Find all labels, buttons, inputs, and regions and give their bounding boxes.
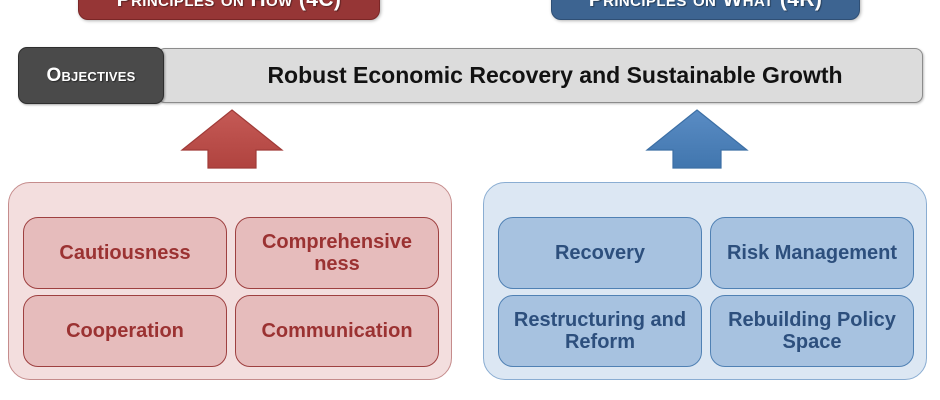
card-cooperation[interactable]: Cooperation — [23, 295, 227, 367]
group-header-principles-on-what: Principles on What (4R) — [551, 0, 860, 20]
card-comprehensiveness[interactable]: Comprehensive ness — [235, 217, 439, 289]
group-panel-principles-on-how: Cautiousness Comprehensive ness Cooperat… — [8, 182, 452, 380]
card-label: Comprehensive ness — [261, 230, 413, 275]
card-communication[interactable]: Communication — [235, 295, 439, 367]
objectives-badge: Objectives — [18, 47, 164, 104]
card-grid-how: Cautiousness Comprehensive ness Cooperat… — [23, 217, 439, 367]
card-label: Cautiousness — [59, 241, 191, 264]
objectives-statement-bar: Robust Economic Recovery and Sustainable… — [157, 48, 923, 103]
card-restructuring-and-reform[interactable]: Restructuring and Reform — [498, 295, 702, 367]
card-recovery[interactable]: Recovery — [498, 217, 702, 289]
arrow-up-what-icon — [643, 108, 751, 170]
card-label: Communication — [261, 319, 413, 342]
card-label: Restructuring and Reform — [513, 308, 687, 353]
group-panel-principles-on-what: Recovery Risk Management Restructuring a… — [483, 182, 927, 380]
group-header-principles-on-how: Principles on How (4C) — [78, 0, 380, 20]
objectives-row: Robust Economic Recovery and Sustainable… — [18, 47, 923, 104]
card-label: Cooperation — [66, 319, 184, 342]
card-label: Rebuilding Policy Space — [728, 308, 896, 353]
group-header-label: Principles on What (4R) — [589, 0, 823, 12]
arrow-up-how-icon — [178, 108, 286, 170]
card-grid-what: Recovery Risk Management Restructuring a… — [498, 217, 914, 367]
objectives-statement-text: Robust Economic Recovery and Sustainable… — [267, 62, 843, 88]
card-rebuilding-policy-space[interactable]: Rebuilding Policy Space — [710, 295, 914, 367]
card-cautiousness[interactable]: Cautiousness — [23, 217, 227, 289]
group-header-label: Principles on How (4C) — [117, 0, 342, 12]
objectives-badge-label: Objectives — [46, 64, 136, 86]
card-label: Recovery — [554, 241, 646, 264]
card-label: Risk Management — [726, 241, 898, 264]
card-risk-management[interactable]: Risk Management — [710, 217, 914, 289]
